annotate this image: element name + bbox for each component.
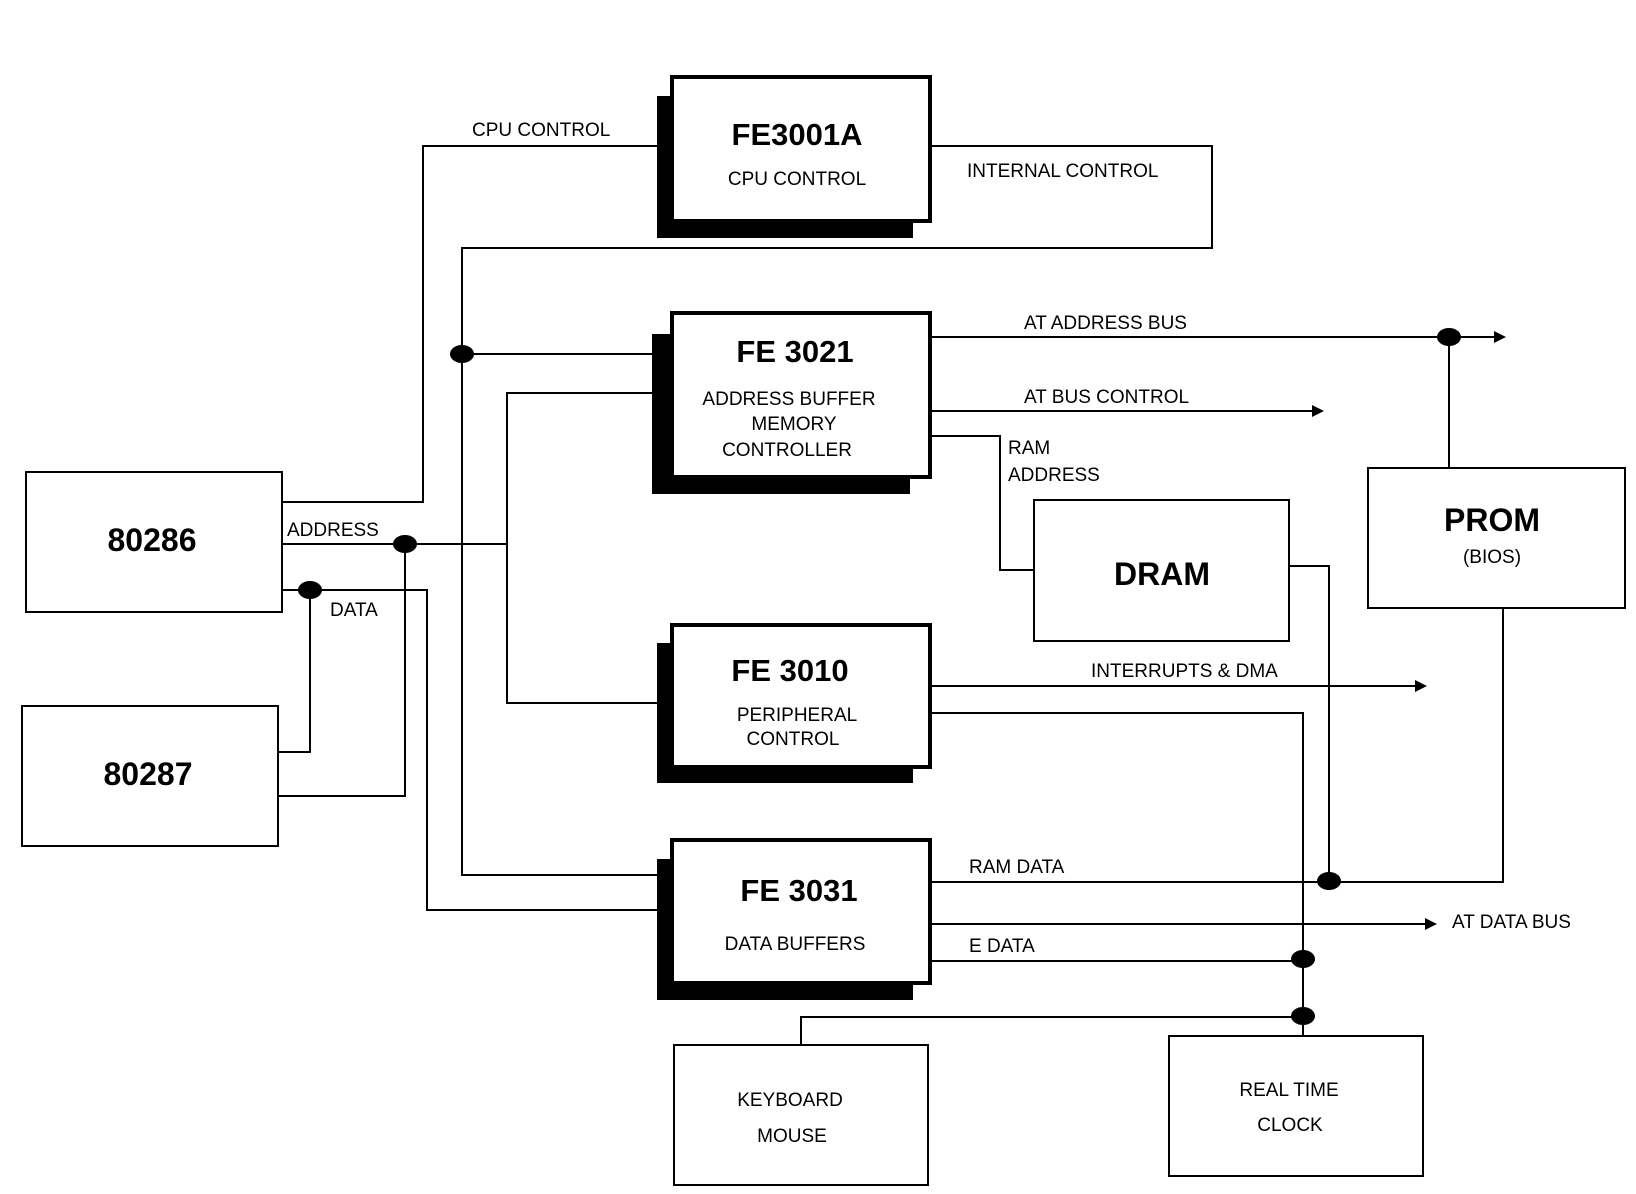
block-80286: 80286 <box>25 471 283 613</box>
rtc-line-1: REAL TIME <box>1239 1080 1338 1101</box>
arrow-interrupts-dma <box>1415 680 1427 692</box>
keyboard-line-1: KEYBOARD <box>737 1090 843 1111</box>
keyboard-line-2: MOUSE <box>757 1126 827 1147</box>
fe3021-line-3: CONTROLLER <box>722 440 852 461</box>
fe3021-line-1: ADDRESS BUFFER <box>702 389 875 410</box>
wiring <box>278 145 1506 1045</box>
fe3001a-line-1: CPU CONTROL <box>728 169 866 190</box>
wire-internal-control <box>461 145 1213 876</box>
wire-ram-data <box>930 608 1504 883</box>
label-interrupts-dma: INTERRUPTS & DMA <box>1091 661 1278 682</box>
fe3021-line-2: MEMORY <box>751 414 836 435</box>
junction-ram-data <box>1317 872 1341 890</box>
junction-e-data <box>1291 950 1315 968</box>
junctions <box>298 328 1461 1025</box>
wire-80287-address <box>278 544 406 797</box>
label-at-bus-control: AT BUS CONTROL <box>1024 387 1189 408</box>
block-prom: PROM (BIOS) <box>1367 467 1626 609</box>
cpu-title: 80286 <box>108 522 197 558</box>
dram-title: DRAM <box>1114 556 1210 592</box>
wire-peripheral-bus <box>930 712 1304 1036</box>
label-internal-control: INTERNAL CONTROL <box>967 161 1158 182</box>
wire-data <box>282 589 672 911</box>
label-at-data-bus: AT DATA BUS <box>1452 912 1571 933</box>
junction-internal-bus <box>450 345 474 363</box>
fe3001a-title: FE3001A <box>732 117 863 152</box>
wire-80287-data <box>278 590 311 753</box>
label-e-data: E DATA <box>969 936 1035 957</box>
fe3010-title: FE 3010 <box>731 653 848 688</box>
label-ram-address-1: RAM <box>1008 438 1050 459</box>
fe3010-line-2: CONTROL <box>747 729 840 750</box>
block-real-time-clock: REAL TIME CLOCK <box>1168 1035 1424 1177</box>
prom-sub: (BIOS) <box>1463 547 1521 568</box>
label-cpu-control: CPU CONTROL <box>472 120 610 141</box>
arrow-at-data-bus <box>1425 918 1437 930</box>
arrow-at-address-bus <box>1494 331 1506 343</box>
signal-labels: CPU CONTROL INTERNAL CONTROL AT ADDRESS … <box>287 120 1571 957</box>
junction-at-address <box>1437 328 1461 346</box>
wire-cpu-control <box>282 145 672 503</box>
wire-ram-address <box>930 435 1034 571</box>
label-data: DATA <box>330 600 378 621</box>
fe3021-title: FE 3021 <box>736 334 853 369</box>
arrow-at-bus-control <box>1312 405 1324 417</box>
label-at-address-bus: AT ADDRESS BUS <box>1024 313 1187 334</box>
block-dram: DRAM <box>1033 499 1290 642</box>
block-keyboard-mouse: KEYBOARD MOUSE <box>673 1044 929 1186</box>
junction-address <box>393 535 417 553</box>
fe3031-title: FE 3031 <box>740 873 857 908</box>
label-ram-data: RAM DATA <box>969 857 1065 878</box>
label-ram-address-2: ADDRESS <box>1008 465 1100 486</box>
wire-dram-data <box>1289 565 1330 879</box>
block-fe3001a: FE3001A CPU CONTROL <box>657 75 932 238</box>
fe3010-line-1: PERIPHERAL <box>737 705 857 726</box>
block-fe3021: FE 3021 ADDRESS BUFFER MEMORY CONTROLLER <box>652 311 932 494</box>
wire-address-bus-vertical <box>506 392 672 704</box>
fe3031-line-1: DATA BUFFERS <box>725 934 866 955</box>
block-80287: 80287 <box>21 705 279 847</box>
rtc-line-2: CLOCK <box>1257 1115 1323 1136</box>
junction-keyboard <box>1291 1007 1315 1025</box>
block-fe3010: FE 3010 PERIPHERAL CONTROL <box>657 623 932 783</box>
label-address: ADDRESS <box>287 520 379 541</box>
fpu-title: 80287 <box>104 756 193 792</box>
junction-data <box>298 581 322 599</box>
wire-keyboard <box>800 1016 1303 1045</box>
prom-title: PROM <box>1444 502 1540 538</box>
block-fe3031: FE 3031 DATA BUFFERS <box>657 838 932 1000</box>
